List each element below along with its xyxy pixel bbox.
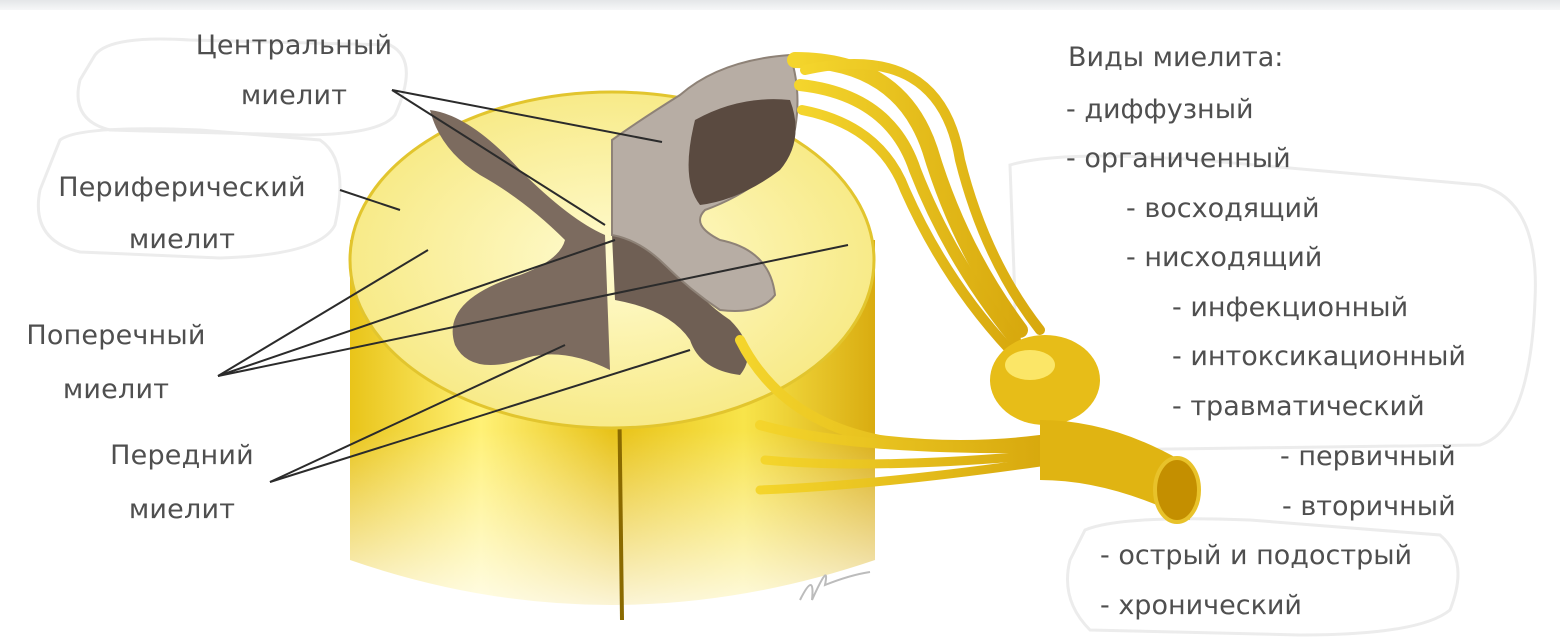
label-transverse-line1: Поперечный [6, 320, 226, 352]
label-central-myelitis: Центральный миелит [176, 30, 412, 112]
type-item: - хронический [1100, 590, 1302, 622]
dorsal-root-ganglion [990, 335, 1100, 425]
type-item: - диффузный [1066, 94, 1254, 126]
type-item: - интоксикационный [1172, 341, 1466, 373]
label-peripheral-myelitis: Периферический миелит [34, 172, 330, 256]
label-anterior-myelitis: Передний миелит [92, 440, 272, 526]
label-peripheral-line2: миелит [34, 224, 330, 256]
type-item: - первичный [1280, 441, 1456, 473]
label-transverse-myelitis: Поперечный миелит [6, 320, 226, 406]
label-central-line2: миелит [176, 80, 412, 112]
type-item: - восходящий [1126, 193, 1320, 225]
label-anterior-line2: миелит [92, 494, 272, 526]
type-item: - травматический [1172, 391, 1425, 423]
label-central-line1: Центральный [176, 30, 412, 62]
type-item: - острый и подострый [1100, 540, 1412, 572]
types-heading: Виды миелита: [1068, 42, 1283, 74]
nerve-end [1155, 458, 1199, 522]
label-peripheral-line1: Периферический [34, 172, 330, 204]
type-item: - нисходящий [1126, 242, 1322, 274]
type-item: - вторичный [1282, 491, 1456, 523]
type-item: - органиченный [1066, 143, 1291, 175]
label-anterior-line1: Передний [92, 440, 272, 472]
label-transverse-line2: миелит [6, 374, 226, 406]
type-item: - инфекционный [1172, 292, 1408, 324]
